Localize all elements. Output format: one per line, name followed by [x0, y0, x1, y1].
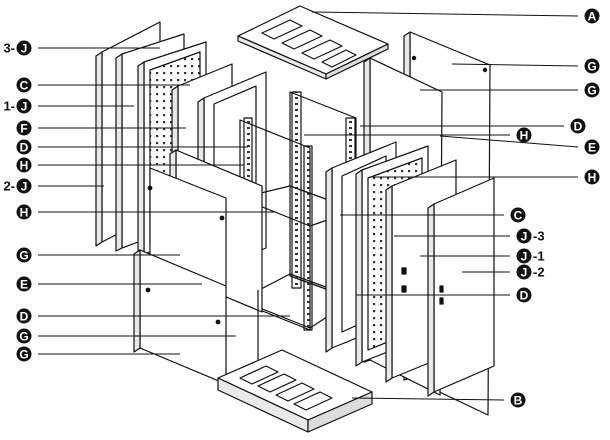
callout-g5-badge — [16, 346, 32, 362]
callout-h-l1-letter: H — [20, 159, 29, 173]
callout-c-r-letter: C — [514, 209, 523, 223]
callout-g3-badge — [16, 247, 32, 263]
callout-g5: G — [16, 346, 32, 362]
callout-c-l-letter: C — [20, 79, 29, 93]
callout-j3-l-badge — [16, 40, 32, 56]
callout-g4: G — [16, 328, 32, 344]
callout-h-r1: H — [516, 127, 532, 143]
callout-j1-l-letter: J — [21, 100, 28, 114]
callout-g1-leader — [451, 63, 579, 67]
base-plinth — [217, 349, 373, 433]
callout-g2-letter: G — [587, 84, 596, 98]
top-cover — [237, 5, 389, 80]
callout-h-l1: H — [16, 157, 32, 173]
callout-c-l: C — [16, 77, 32, 93]
callout-h-l2-badge — [16, 204, 32, 220]
callout-e-r-letter: E — [588, 141, 596, 155]
callout-j3-l-letter: J — [21, 42, 28, 56]
callout-d-r2-letter: D — [520, 289, 529, 303]
callout-g1-badge — [584, 58, 600, 74]
callout-h-r2: H — [584, 169, 600, 185]
callout-j1-l-badge — [16, 98, 32, 114]
callout-j1-r: J -1 — [516, 248, 545, 264]
callout-j3-l: J 3- — [3, 40, 32, 56]
callout-d-r1-badge — [570, 118, 586, 134]
callout-j2-l-prefix: 2- — [3, 179, 15, 194]
callout-j3-r-letter: J — [521, 230, 528, 244]
callout-j2-l: J 2- — [3, 178, 32, 194]
callout-a-leader — [311, 11, 579, 17]
callout-h-r1-badge — [516, 127, 532, 143]
callout-d-l2-badge — [16, 308, 32, 324]
callout-b-letter: B — [514, 394, 523, 408]
callout-h-l2-letter: H — [20, 206, 29, 220]
callout-j2-l-badge — [16, 178, 32, 194]
callout-a: A — [584, 8, 600, 24]
callout-g3-letter: G — [19, 249, 28, 263]
callout-h-l1-badge — [16, 157, 32, 173]
callout-e-l: E — [16, 276, 32, 292]
callout-j1-r-badge — [516, 248, 532, 264]
callout-h-r2-letter: H — [588, 171, 597, 185]
callout-g4-badge — [16, 328, 32, 344]
callout-d-l: D — [16, 139, 32, 155]
callout-d-l-letter: D — [20, 141, 29, 155]
callout-j2-r-letter: J — [521, 266, 528, 280]
callout-j1-r-letter: J — [521, 250, 528, 264]
callout-e-r: E — [584, 139, 600, 155]
callout-h-l2: H — [16, 204, 32, 220]
callout-g2: G — [584, 82, 600, 98]
callout-j3-r: J -3 — [516, 228, 545, 244]
callout-d-l2-letter: D — [20, 310, 29, 324]
callout-j1-l-prefix: 1- — [3, 99, 15, 114]
callout-g1-letter: G — [587, 60, 596, 74]
callout-d-r2: D — [516, 287, 532, 303]
callout-c-r-badge — [510, 207, 526, 223]
callout-h-r1-letter: H — [520, 129, 529, 143]
callout-e-l-badge — [16, 276, 32, 292]
callout-e-l-letter: E — [20, 278, 28, 292]
callout-a-letter: A — [588, 10, 597, 24]
callout-g3: G — [16, 247, 32, 263]
callout-d-l-badge — [16, 139, 32, 155]
callout-d-r2-badge — [516, 287, 532, 303]
callout-d-r1: D — [570, 118, 586, 134]
callout-c-r: C — [510, 207, 526, 223]
callout-j1-r-suffix: -1 — [533, 249, 545, 264]
callout-j2-r-suffix: -2 — [533, 265, 545, 280]
callout-g2-badge — [584, 82, 600, 98]
callout-j1-l: J 1- — [3, 98, 32, 114]
callout-g1: G — [584, 58, 600, 74]
callout-b-badge — [510, 392, 526, 408]
callout-f-letter: F — [20, 122, 27, 136]
callout-j2-r-badge — [516, 264, 532, 280]
callout-a-badge — [584, 8, 600, 24]
callout-g4-letter: G — [19, 330, 28, 344]
callout-g5-letter: G — [19, 348, 28, 362]
callout-f: F — [16, 120, 32, 136]
callout-c-l-badge — [16, 77, 32, 93]
callout-f-badge — [16, 120, 32, 136]
right-panel-j2 — [427, 177, 495, 397]
callout-j2-l-letter: J — [21, 180, 28, 194]
callout-j3-l-prefix: 3- — [3, 41, 15, 56]
callout-e-r-leader — [439, 135, 579, 148]
callout-h-r2-badge — [584, 169, 600, 185]
callout-j2-r: J -2 — [516, 264, 545, 280]
callout-b-leader — [351, 397, 505, 401]
callout-j3-r-suffix: -3 — [533, 229, 545, 244]
callout-b: B — [510, 392, 526, 408]
callout-e-r-badge — [584, 139, 600, 155]
callout-d-l2: D — [16, 308, 32, 324]
callout-d-r1-letter: D — [574, 120, 583, 134]
callout-j3-r-badge — [516, 228, 532, 244]
